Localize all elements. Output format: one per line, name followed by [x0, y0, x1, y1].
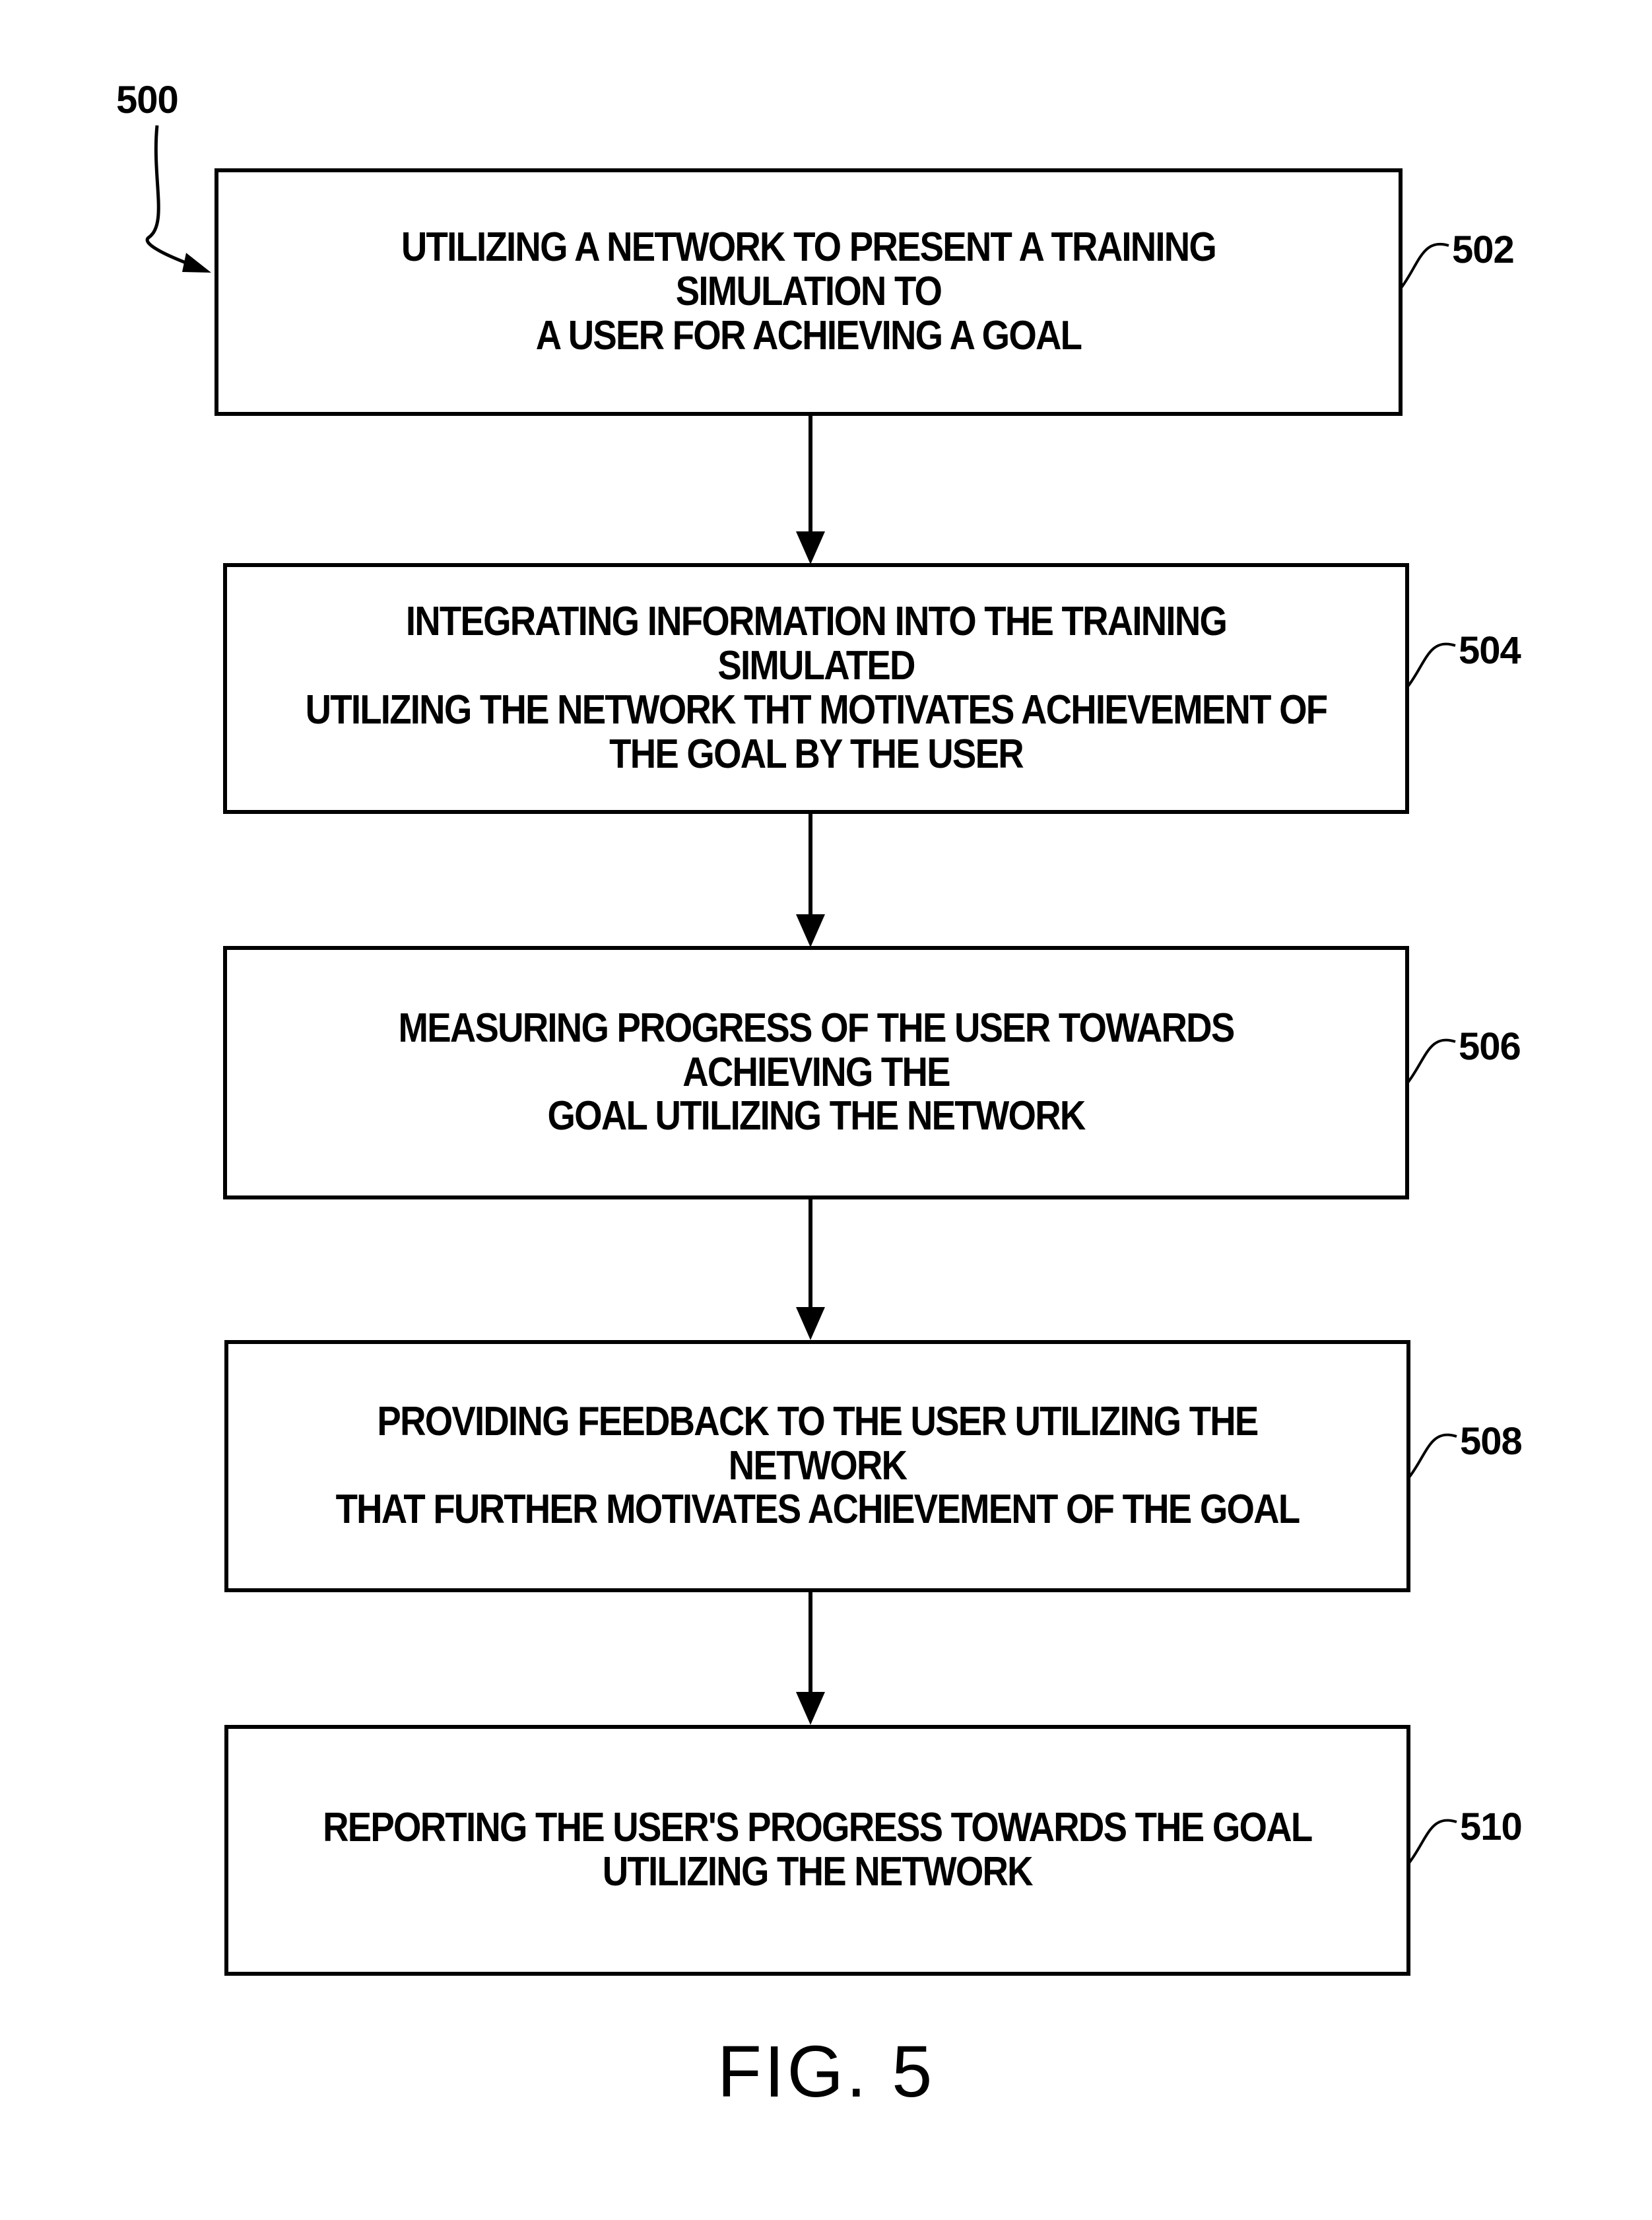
step-box-504: INTEGRATING INFORMATION INTO THE TRAININ… — [223, 563, 1409, 814]
step-box-502: UTILIZING A NETWORK TO PRESENT A TRAININ… — [215, 168, 1403, 416]
leader-line-506 — [1408, 1040, 1455, 1083]
step-text-510: REPORTING THE USER'S PROGRESS TOWARDS TH… — [317, 1806, 1318, 1895]
step-ref-506: 506 — [1459, 1025, 1521, 1069]
step-text-502: UTILIZING A NETWORK TO PRESENT A TRAININ… — [289, 226, 1327, 358]
step-box-506: MEASURING PROGRESS OF THE USER TOWARDS A… — [223, 946, 1409, 1199]
step-box-510: REPORTING THE USER'S PROGRESS TOWARDS TH… — [224, 1725, 1410, 1976]
flow-arrow-1 — [796, 416, 825, 564]
flow-arrow-2 — [796, 814, 825, 947]
figure-ref-label: 500 — [116, 78, 178, 122]
step-ref-510: 510 — [1460, 1805, 1522, 1849]
flow-arrow-3 — [796, 1199, 825, 1340]
leader-line-502 — [1401, 244, 1449, 288]
step-text-504: INTEGRATING INFORMATION INTO THE TRAININ… — [298, 600, 1335, 777]
figure-ref-arrow — [147, 125, 211, 273]
leader-line-504 — [1408, 644, 1455, 687]
step-text-506: MEASURING PROGRESS OF THE USER TOWARDS A… — [298, 1007, 1335, 1139]
step-box-508: PROVIDING FEEDBACK TO THE USER UTILIZING… — [224, 1340, 1410, 1592]
step-ref-508: 508 — [1460, 1419, 1522, 1463]
leader-line-510 — [1409, 1820, 1457, 1863]
step-ref-502: 502 — [1452, 228, 1514, 272]
step-text-508: PROVIDING FEEDBACK TO THE USER UTILIZING… — [299, 1400, 1336, 1533]
figure-caption: FIG. 5 — [0, 2030, 1652, 2114]
step-ref-504: 504 — [1459, 628, 1521, 673]
flow-arrow-4 — [796, 1592, 825, 1725]
leader-line-508 — [1409, 1434, 1457, 1477]
